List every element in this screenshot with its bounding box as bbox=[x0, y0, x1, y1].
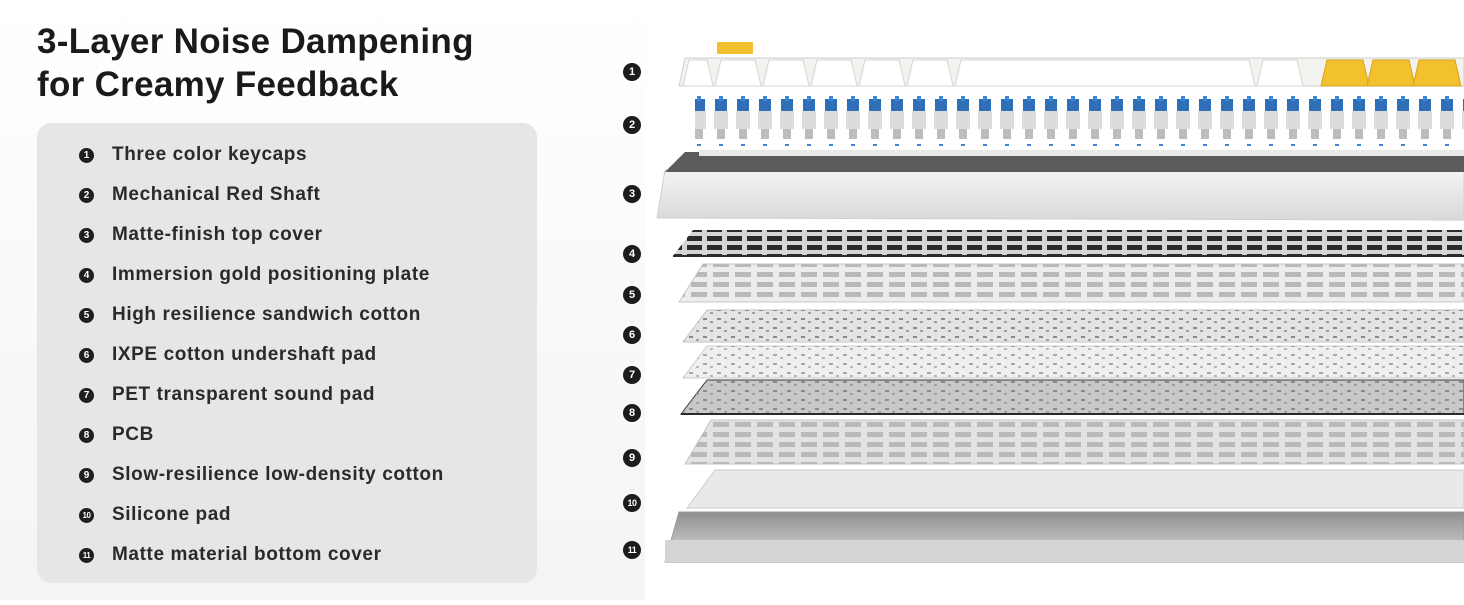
layer-marker-6: 6 bbox=[623, 326, 641, 344]
feature-item-silicone-pad: 10 Silicone pad bbox=[79, 501, 231, 529]
layer-switches bbox=[695, 94, 1464, 146]
layer-marker-1: 1 bbox=[623, 63, 641, 81]
feature-label: Three color keycaps bbox=[112, 144, 308, 165]
page-title: 3-Layer Noise Dampening for Creamy Feedb… bbox=[37, 20, 597, 106]
layer-marker-9: 9 bbox=[623, 449, 641, 467]
feature-label: IXPE cotton undershaft pad bbox=[112, 344, 377, 365]
layer-marker-3: 3 bbox=[623, 185, 641, 203]
feature-item-bottom-cover: 11 Matte material bottom cover bbox=[79, 541, 382, 569]
number-badge-icon: 2 bbox=[79, 187, 94, 203]
layer-marker-11: 11 bbox=[623, 541, 641, 559]
title-line-1: 3-Layer Noise Dampening bbox=[37, 22, 474, 61]
number-badge-icon: 1 bbox=[79, 147, 94, 163]
feature-label: High resilience sandwich cotton bbox=[112, 304, 421, 325]
feature-label: Silicone pad bbox=[112, 504, 232, 525]
feature-item-pet-pad: 7 PET transparent sound pad bbox=[79, 381, 375, 409]
layer-sandwich-cotton bbox=[678, 263, 1464, 303]
layer-silicone-pad bbox=[686, 469, 1464, 509]
layer-marker-8: 8 bbox=[623, 404, 641, 422]
keyboard-layers-illustration bbox=[656, 42, 1464, 563]
title-line-2: for Creamy Feedback bbox=[37, 65, 399, 104]
layer-positioning-plate bbox=[673, 230, 1464, 257]
feature-item-plate: 4 Immersion gold positioning plate bbox=[79, 261, 430, 289]
feature-item-low-density-cotton: 9 Slow-resilience low-density cotton bbox=[79, 461, 444, 489]
number-badge-icon: 5 bbox=[79, 307, 94, 323]
feature-item-pcb: 8 PCB bbox=[79, 421, 154, 449]
layer-bottom-cover bbox=[664, 511, 1464, 563]
layer-marker-5: 5 bbox=[623, 286, 641, 304]
feature-item-top-cover: 3 Matte-finish top cover bbox=[79, 221, 323, 249]
keycap bbox=[1256, 59, 1304, 87]
feature-item-sandwich-cotton: 5 High resilience sandwich cotton bbox=[79, 301, 421, 329]
feature-item-ixpe-pad: 6 IXPE cotton undershaft pad bbox=[79, 341, 377, 369]
feature-label: PCB bbox=[112, 424, 154, 445]
feature-label: Mechanical Red Shaft bbox=[112, 184, 321, 205]
keycap bbox=[762, 59, 810, 87]
layer-marker-4: 4 bbox=[623, 245, 641, 263]
number-badge-icon: 10 bbox=[79, 507, 94, 523]
keycap bbox=[810, 59, 858, 87]
layer-marker-2: 2 bbox=[623, 116, 641, 134]
feature-label: Matte-finish top cover bbox=[112, 224, 323, 245]
layer-low-density-cotton bbox=[684, 419, 1464, 465]
number-badge-icon: 11 bbox=[79, 547, 94, 563]
keycap bbox=[954, 59, 1256, 87]
layer-ixpe-pad bbox=[682, 309, 1464, 343]
number-badge-icon: 6 bbox=[79, 347, 94, 363]
feature-label: PET transparent sound pad bbox=[112, 384, 376, 405]
layer-pet-pad bbox=[682, 345, 1464, 379]
feature-item-switch: 2 Mechanical Red Shaft bbox=[79, 181, 320, 209]
number-badge-icon: 7 bbox=[79, 387, 94, 403]
feature-label: Matte material bottom cover bbox=[112, 544, 382, 565]
number-badge-icon: 4 bbox=[79, 267, 94, 283]
feature-list-panel: 1 Three color keycaps 2 Mechanical Red S… bbox=[37, 123, 537, 583]
number-badge-icon: 8 bbox=[79, 427, 94, 443]
keycap bbox=[682, 59, 714, 87]
layer-keycaps bbox=[678, 42, 1464, 87]
feature-label: Slow-resilience low-density cotton bbox=[112, 464, 444, 485]
keycap bbox=[714, 59, 762, 87]
layer-marker-10: 10 bbox=[623, 494, 641, 512]
layer-pcb bbox=[679, 379, 1464, 415]
number-badge-icon: 9 bbox=[79, 467, 94, 483]
exploded-keyboard-diagram: 1 2 3 4 5 6 7 8 9 10 11 bbox=[623, 0, 1464, 600]
keycap bbox=[858, 59, 906, 87]
layer-marker-7: 7 bbox=[623, 366, 641, 384]
feature-label: Immersion gold positioning plate bbox=[112, 264, 430, 285]
number-badge-icon: 3 bbox=[79, 227, 94, 243]
keycap bbox=[906, 59, 954, 87]
feature-item-keycaps: 1 Three color keycaps bbox=[79, 141, 307, 169]
layer-top-cover bbox=[656, 150, 1464, 221]
